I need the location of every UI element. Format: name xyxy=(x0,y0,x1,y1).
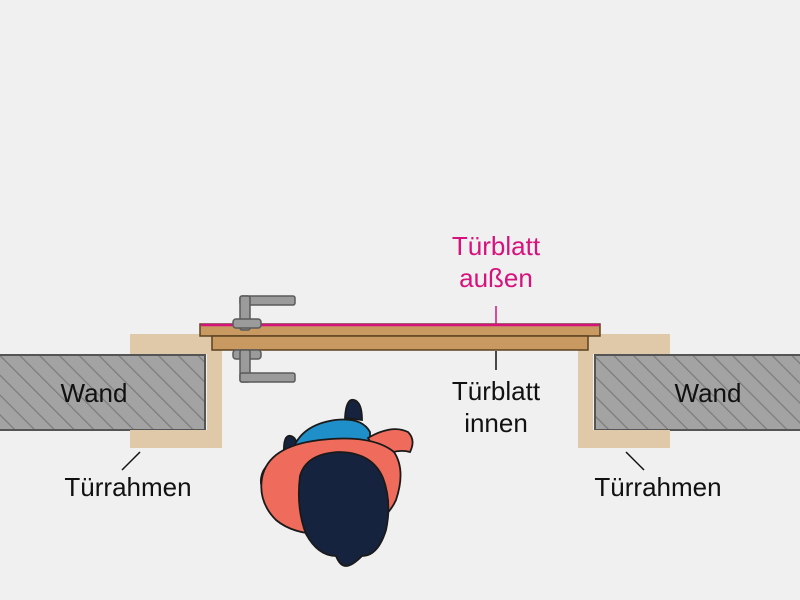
wall-left xyxy=(0,354,206,431)
frame-right-label: Türrahmen xyxy=(594,472,722,502)
door-inner-label: Türblatt innen xyxy=(436,375,556,439)
door-leaf-inner xyxy=(211,335,589,351)
wall-right-label: Wand xyxy=(674,378,742,408)
door-outer-label-line1: Türblatt xyxy=(451,231,541,261)
wall-left-label: Wand xyxy=(60,378,128,408)
frame-left-label: Türrahmen xyxy=(64,472,192,502)
door-outer-label-line2: außen xyxy=(459,263,533,293)
door-outer-label: Türblatt außen xyxy=(436,230,556,294)
wall-right xyxy=(594,354,800,431)
door-inner-label-line2: innen xyxy=(464,408,528,438)
frame-right-leader xyxy=(625,451,645,471)
door-handle-icon xyxy=(232,295,296,383)
person-top-view-icon xyxy=(259,398,414,567)
door-inner-label-line1: Türblatt xyxy=(451,376,541,406)
frame-left-leader xyxy=(121,451,141,471)
